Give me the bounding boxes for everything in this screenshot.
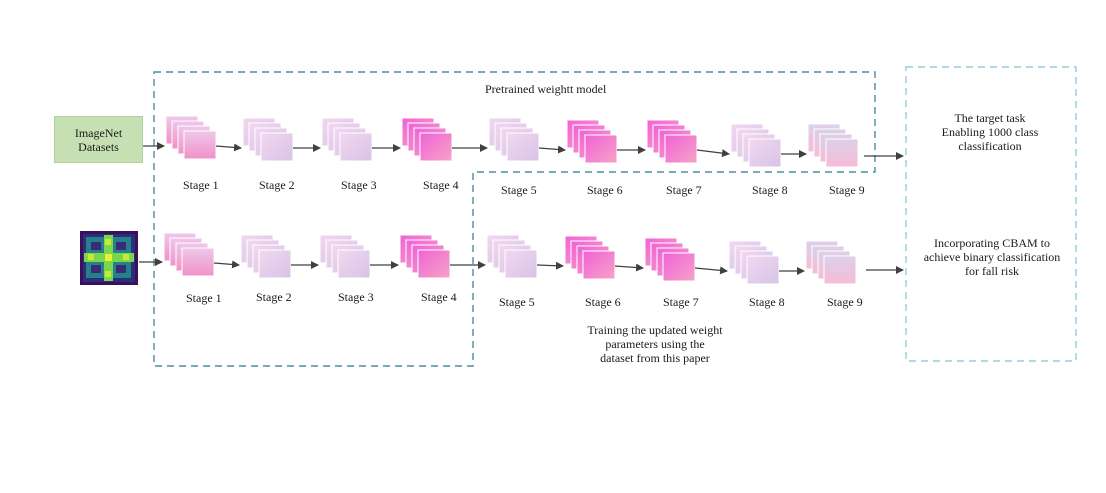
top-stage-8-label: Stage 8 <box>752 183 788 197</box>
top-stage-1-stack <box>165 115 217 160</box>
top-stage-9-stack-layer <box>825 138 859 168</box>
bottom-stage-2-stack-layer <box>258 249 292 279</box>
bottom-arrow-7-8 <box>694 266 728 275</box>
top-stage-8-stack-layer <box>748 138 782 168</box>
bottom-stage-2-stack <box>240 234 292 279</box>
bottom-stage-5-label: Stage 5 <box>499 295 535 309</box>
bottom-stage-1-label: Stage 1 <box>186 291 222 305</box>
top-stage-4-label: Stage 4 <box>423 178 459 192</box>
top-stage-5-label: Stage 5 <box>501 183 537 197</box>
bottom-stage-6-stack-layer <box>582 250 616 280</box>
top-stage-9-stack <box>807 123 859 168</box>
top-arrow-1-2 <box>215 143 242 152</box>
bottom-stage-4-stack-layer <box>417 249 451 279</box>
bottom-stage-1-stack <box>163 232 215 277</box>
bottom-stage-5-stack-layer <box>504 249 538 279</box>
top-arrow-7-8 <box>696 149 730 158</box>
training-line-2: parameters using the <box>605 337 705 351</box>
top-stage-2-stack <box>242 117 294 162</box>
top-stage-1-stack-layer <box>183 130 217 160</box>
bottom-stage-7-label: Stage 7 <box>663 295 699 309</box>
top-stage-3-stack <box>321 117 373 162</box>
pretrained-model-title: Pretrained weightt model <box>485 82 607 96</box>
target-task-description: The target task Enabling 1000 class clas… <box>910 111 1070 153</box>
pretrained-dashed-box <box>153 71 876 367</box>
bottom-stage-4-label: Stage 4 <box>421 290 457 304</box>
imagenet-line-1: ImageNet <box>74 125 123 140</box>
top-stage-2-stack-layer <box>260 132 294 162</box>
bottom-stage-4-stack <box>399 234 451 279</box>
bottom-arrow-1-2 <box>213 260 240 269</box>
top-stage-3-label: Stage 3 <box>341 178 377 192</box>
imagenet-line-2: Datasets <box>78 139 119 154</box>
bottom-stage-9-label: Stage 9 <box>827 295 863 309</box>
bottom-stage-8-stack-layer <box>746 255 780 285</box>
bottom-stage-3-stack <box>319 234 371 279</box>
bottom-stage-7-stack-layer <box>662 252 696 282</box>
target-dashed-box <box>905 66 1077 362</box>
top-stage-9-label: Stage 9 <box>829 183 865 197</box>
cbam-line-3: for fall risk <box>965 264 1019 278</box>
bottom-stage-7-stack <box>644 237 696 282</box>
bottom-arrow-6-7 <box>614 263 644 272</box>
bottom-stage-3-label: Stage 3 <box>338 290 374 304</box>
top-stage-4-stack <box>401 117 453 162</box>
cbam-task-description: Incorporating CBAM to achieve binary cla… <box>906 236 1078 278</box>
top-stage-4-stack-layer <box>419 132 453 162</box>
bottom-stage-8-label: Stage 8 <box>749 295 785 309</box>
top-arrow-5-6 <box>538 145 566 154</box>
bottom-stage-1-stack-layer <box>181 247 215 277</box>
bottom-arrow-5-6 <box>536 261 564 270</box>
top-stage-7-stack <box>646 119 698 164</box>
top-stage-6-label: Stage 6 <box>587 183 623 197</box>
top-stage-7-label: Stage 7 <box>666 183 702 197</box>
top-stage-8-stack <box>730 123 782 168</box>
bottom-stage-6-label: Stage 6 <box>585 295 621 309</box>
training-line-1: Training the updated weight <box>587 323 723 337</box>
top-stage-7-stack-layer <box>664 134 698 164</box>
imagenet-datasets-box: ImageNet Datasets <box>54 116 143 163</box>
target-task-line-2: Enabling 1000 class <box>941 125 1039 139</box>
top-stage-2-label: Stage 2 <box>259 178 295 192</box>
target-task-line-1: The target task <box>954 111 1026 125</box>
top-stage-6-stack-layer <box>584 134 618 164</box>
top-stage-6-stack <box>566 119 618 164</box>
training-description: Training the updated weight parameters u… <box>560 323 750 365</box>
heatmap-input-image <box>80 231 138 285</box>
bottom-stage-5-stack <box>486 234 538 279</box>
bottom-stage-9-stack <box>805 240 857 285</box>
bottom-stage-8-stack <box>728 240 780 285</box>
target-task-line-3: classification <box>958 139 1022 153</box>
cbam-line-2: achieve binary classification <box>923 250 1061 264</box>
top-stage-5-stack <box>488 117 540 162</box>
top-stage-3-stack-layer <box>339 132 373 162</box>
training-line-3: dataset from this paper <box>600 351 710 365</box>
bottom-stage-6-stack <box>564 235 616 280</box>
bottom-stage-2-label: Stage 2 <box>256 290 292 304</box>
cbam-line-1: Incorporating CBAM to <box>934 236 1050 250</box>
bottom-stage-9-stack-layer <box>823 255 857 285</box>
bottom-stage-3-stack-layer <box>337 249 371 279</box>
top-stage-1-label: Stage 1 <box>183 178 219 192</box>
top-stage-5-stack-layer <box>506 132 540 162</box>
